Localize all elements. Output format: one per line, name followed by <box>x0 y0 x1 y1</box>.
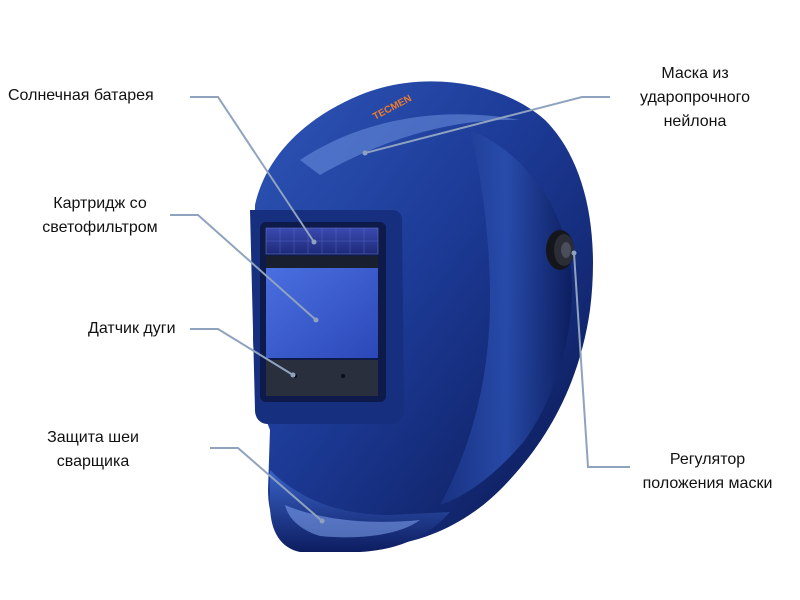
label-cartridge-line-1: Картридж со <box>53 195 147 212</box>
helmet-ridge-highlight <box>300 114 520 175</box>
leader-neck <box>210 447 323 522</box>
label-mask-line-1: Маска из <box>661 65 729 82</box>
label-position-regulator: Регулятор положения маски <box>625 448 790 496</box>
label-regulator-line-2: положения маски <box>642 475 773 492</box>
leader-lines <box>170 96 630 522</box>
label-solar-battery: Солнечная батарея <box>8 84 154 108</box>
cartridge-top-bar <box>266 256 378 268</box>
label-regulator-line-1: Регулятор <box>669 451 746 468</box>
label-neck-protection: Защита шеи сварщика <box>28 426 158 474</box>
label-neck-line-2: сварщика <box>56 453 130 470</box>
label-cartridge-line-2: светофильтром <box>42 219 158 236</box>
label-mask-material: Маска из ударопрочного нейлона <box>610 62 780 134</box>
label-sensor-line-1: Датчик дуги <box>88 320 176 337</box>
arc-sensor-right <box>341 374 345 378</box>
leader-solar <box>190 96 315 243</box>
label-neck-line-1: Защита шеи <box>47 429 139 446</box>
leader-mask <box>364 96 610 154</box>
helmet-side-panel <box>440 130 572 505</box>
regulator-knob <box>546 230 574 270</box>
label-arc-sensor: Датчик дуги <box>88 317 176 341</box>
filter-lens <box>266 268 378 358</box>
sensor-bar <box>266 360 378 396</box>
leader-cartridge <box>170 214 317 321</box>
neck-guard-highlight <box>285 505 420 538</box>
leader-sensor <box>190 328 294 376</box>
label-solar-line-1: Солнечная батарея <box>8 87 154 104</box>
label-mask-line-3: нейлона <box>663 113 727 130</box>
leader-regulator <box>573 252 630 468</box>
label-mask-line-2: ударопрочного <box>639 89 751 106</box>
label-cartridge: Картридж со светофильтром <box>30 192 170 240</box>
